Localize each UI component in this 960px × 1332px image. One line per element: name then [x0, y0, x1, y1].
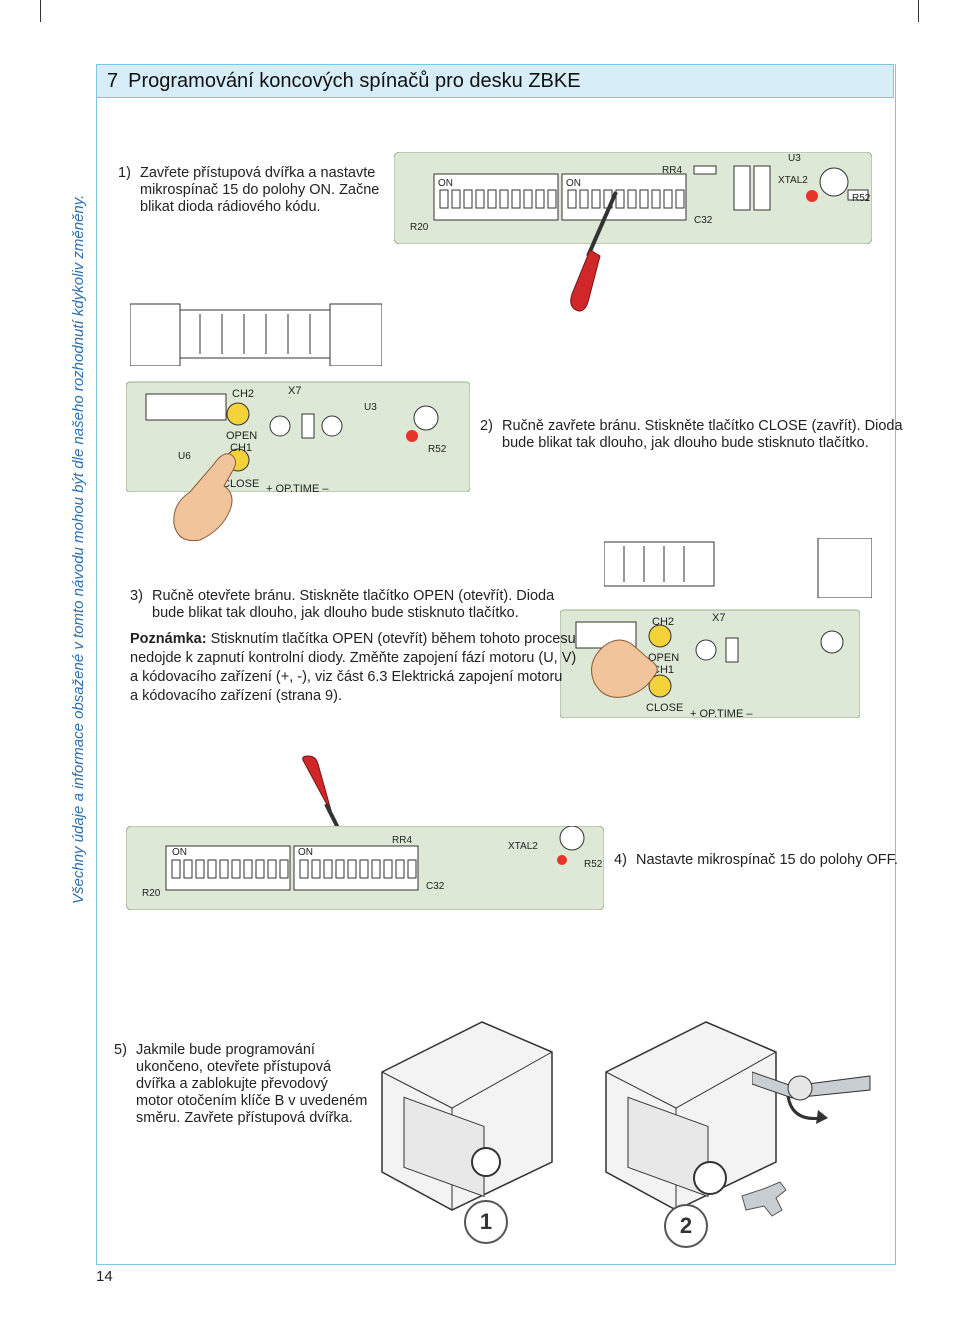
gate-arm-icon: [752, 1071, 871, 1101]
gate-illustration-1: [130, 303, 382, 366]
label-open: OPEN: [226, 430, 258, 442]
label-r52-c: R52: [584, 859, 603, 870]
label-rr4-b: RR4: [392, 835, 413, 846]
label-ch2-b: CH2: [652, 616, 675, 628]
control-board-close: [126, 381, 470, 492]
circuit-board-top: [394, 152, 872, 244]
label-ch1: CH1: [230, 442, 253, 454]
label-x7-b: X7: [712, 612, 726, 624]
badge-1: 1: [464, 1200, 508, 1244]
chapter-header: 7 Programování koncových spínačů pro des…: [96, 64, 894, 98]
gear-motor-illustration-2: [605, 1021, 777, 1211]
dip-label-on-b: ON: [566, 178, 581, 189]
label-r52: R52: [852, 193, 871, 204]
label-rr4: RR4: [662, 165, 683, 176]
badge-2: 2: [664, 1204, 708, 1248]
step-1: 1) Zavřete přístupová dvířka a nastavte …: [118, 165, 380, 215]
label-op-time: + OP.TIME –: [266, 483, 329, 495]
label-close-b: CLOSE: [646, 702, 684, 714]
chapter-number: 7: [107, 69, 119, 92]
label-u6: U6: [178, 451, 191, 462]
label-open-b: OPEN: [648, 652, 680, 664]
content-frame: [96, 64, 896, 1265]
screwdriver-icon: [570, 191, 618, 312]
hand-pressing-close-icon: [173, 453, 236, 542]
rotate-arrow-icon: [786, 1095, 828, 1124]
circuit-board-bottom: [126, 826, 604, 910]
label-xtal2-b: XTAL2: [508, 841, 538, 852]
label-xtal2: XTAL2: [778, 175, 808, 186]
label-ch2: CH2: [232, 388, 255, 400]
dip-label-on-c: ON: [172, 847, 187, 858]
key-icon: [741, 1181, 787, 1217]
disclaimer-vertical: Všechny údaje a informace obsažené v tom…: [70, 194, 87, 904]
label-u3: U3: [788, 153, 801, 164]
chapter-title: Programování koncových spínačů pro desku…: [128, 69, 581, 92]
dip-label-on-d: ON: [298, 847, 313, 858]
label-r20: R20: [410, 222, 429, 233]
step-5: 5) Jakmile bude programování ukončeno, o…: [114, 1042, 368, 1126]
step-2: 2) Ručně zavřete bránu. Stiskněte tlačít…: [480, 418, 903, 451]
label-r52-b: R52: [428, 444, 447, 455]
label-ch1-b: CH1: [652, 664, 675, 676]
label-close: CLOSE: [222, 478, 260, 490]
label-c32-b: C32: [426, 881, 445, 892]
hand-pressing-open-icon: [591, 639, 658, 698]
note-block: Poznámka: Stisknutím tlačítka OPEN (otev…: [130, 631, 577, 704]
label-u3-b: U3: [364, 402, 377, 413]
label-op-time-b: + OP.TIME –: [690, 708, 753, 720]
page-number: 14: [96, 1268, 113, 1285]
label-r20-b: R20: [142, 888, 161, 899]
gear-motor-illustration-1: [381, 1021, 553, 1211]
step-4: 4) Nastavte mikrospínač 15 do polohy OFF…: [614, 852, 898, 868]
dip-label-on-a: ON: [438, 178, 453, 189]
gate-illustration-2: [604, 538, 872, 598]
step-3: 3) Ručně otevřete bránu. Stiskněte tlačí…: [130, 588, 555, 621]
label-c32: C32: [694, 215, 713, 226]
label-x7: X7: [288, 385, 302, 397]
